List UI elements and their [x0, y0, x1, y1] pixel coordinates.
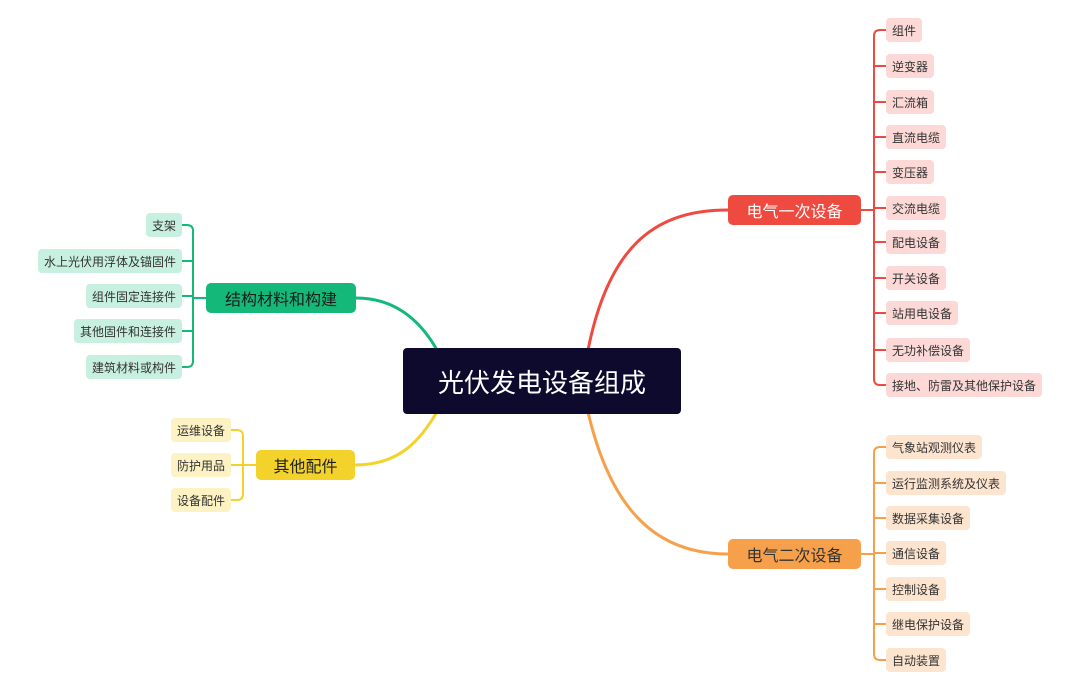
leaf-primary[interactable]: 汇流箱 [886, 90, 935, 114]
leaf-structure[interactable]: 水上光伏用浮体及锚固件 [37, 249, 182, 273]
leaf-primary[interactable]: 无功补偿设备 [886, 338, 971, 362]
leaf-connector [873, 653, 886, 661]
leaf-connector [182, 360, 194, 368]
leaf-secondary[interactable]: 数据采集设备 [886, 506, 971, 530]
leaf-connector [231, 493, 244, 501]
connector-root-secondary [586, 411, 729, 556]
leaf-primary[interactable]: 变压器 [886, 160, 935, 184]
leaf-connector [873, 29, 886, 37]
leaf-connector [873, 378, 886, 386]
leaf-secondary[interactable]: 继电保护设备 [886, 612, 971, 636]
leaf-primary[interactable]: 直流电缆 [886, 125, 947, 149]
leaf-connector [231, 429, 244, 437]
leaf-secondary[interactable]: 控制设备 [886, 577, 947, 601]
leaf-connector [182, 224, 194, 232]
leaf-primary[interactable]: 逆变器 [886, 54, 935, 78]
connector-root-accessories [354, 411, 439, 467]
leaf-structure[interactable]: 其他固件和连接件 [73, 319, 182, 343]
leaf-primary[interactable]: 开关设备 [886, 266, 947, 290]
connector-root-structure [355, 296, 439, 351]
leaf-primary[interactable]: 配电设备 [886, 230, 947, 254]
branch-structural-materials[interactable]: 结构材料和构建 [206, 283, 356, 313]
leaf-connector [873, 446, 886, 454]
leaf-accessories[interactable]: 运维设备 [170, 418, 231, 442]
root-topic[interactable]: 光伏发电设备组成 [403, 348, 681, 414]
leaf-primary[interactable]: 站用电设备 [886, 301, 959, 325]
leaf-accessories[interactable]: 设备配件 [170, 488, 231, 512]
branch-other-accessories[interactable]: 其他配件 [256, 450, 355, 480]
leaf-structure[interactable]: 建筑材料或构件 [85, 355, 182, 379]
leaf-accessories[interactable]: 防护用品 [170, 453, 231, 477]
leaf-primary[interactable]: 接地、防雷及其他保护设备 [886, 373, 1043, 397]
leaf-primary[interactable]: 交流电缆 [886, 196, 947, 220]
leaf-secondary[interactable]: 自动装置 [886, 648, 947, 672]
branch-electrical-primary[interactable]: 电气一次设备 [728, 195, 861, 225]
connector-root-primary [586, 208, 729, 351]
leaf-secondary[interactable]: 运行监测系统及仪表 [886, 471, 1007, 495]
branch-electrical-secondary[interactable]: 电气二次设备 [728, 539, 861, 569]
leaf-structure[interactable]: 组件固定连接件 [85, 284, 182, 308]
leaf-secondary[interactable]: 通信设备 [886, 541, 947, 565]
leaf-structure[interactable]: 支架 [145, 213, 182, 237]
leaf-primary[interactable]: 组件 [886, 18, 923, 42]
leaf-secondary[interactable]: 气象站观测仪表 [886, 435, 983, 459]
